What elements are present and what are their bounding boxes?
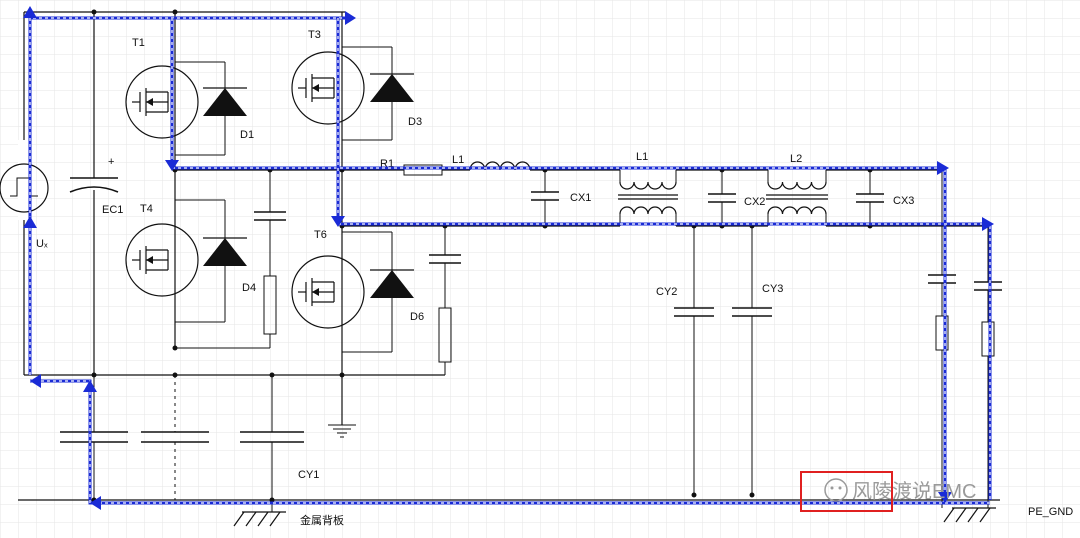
t4-label: T4 [140, 203, 153, 215]
l1-choke-label: L1 [636, 151, 648, 163]
d3-label: D3 [408, 116, 422, 128]
ec1-capacitor: + EC1 [69, 156, 123, 216]
snubber-left [254, 211, 286, 335]
l1-inductor: L1 [452, 154, 531, 171]
cy3-capacitor: CY3 [732, 283, 783, 317]
l2-cm-choke: L2 [766, 153, 828, 226]
t1-mosfet: T1 [125, 37, 199, 139]
t6-label: T6 [314, 229, 327, 241]
parasitic-capacitors [60, 431, 209, 443]
cx1-label: CX1 [570, 192, 591, 204]
l2-label: L2 [790, 153, 802, 165]
cy2-label: CY2 [656, 286, 677, 298]
metal-plate-label: 金属背板 [300, 513, 344, 527]
pe-gnd-label: PE_GND [1028, 506, 1073, 518]
d4-diode: D4 [203, 237, 256, 294]
ec1-label: EC1 [102, 204, 123, 216]
t4-mosfet: T4 [125, 203, 199, 297]
cx3-capacitor: CX3 [856, 193, 914, 207]
watermark-text: 风陵渡说EMC [852, 480, 976, 503]
d6-label: D6 [410, 311, 424, 323]
t1-label: T1 [132, 37, 145, 49]
cy2-capacitor: CY2 [656, 286, 714, 317]
t3-mosfet: T3 [291, 29, 365, 125]
noise-current-path [23, 6, 994, 510]
cx1-capacitor: CX1 [531, 191, 591, 204]
cx2-label: CX2 [744, 196, 765, 208]
highlight-box [800, 471, 893, 512]
cx2-capacitor: CX2 [708, 193, 765, 208]
cy3-label: CY3 [762, 283, 783, 295]
d1-diode: D1 [203, 87, 254, 141]
cy1-capacitor: CY1 [240, 431, 319, 481]
d3-diode: D3 [370, 73, 422, 128]
snubber-right [429, 254, 461, 363]
t6-mosfet: T6 [291, 229, 365, 329]
d6-diode: D6 [370, 269, 424, 323]
watermark: 风陵渡说EMC [824, 478, 976, 503]
d4-label: D4 [242, 282, 256, 294]
ec1-plus: + [108, 156, 114, 168]
d1-label: D1 [240, 129, 254, 141]
lisn-network [928, 274, 1002, 357]
l1-cm-choke: L1 [618, 151, 678, 226]
cy1-label: CY1 [298, 469, 319, 481]
cx3-label: CX3 [893, 195, 914, 207]
source-label: Uₓ [36, 238, 48, 250]
t3-label: T3 [308, 29, 321, 41]
l1-label: L1 [452, 154, 464, 166]
